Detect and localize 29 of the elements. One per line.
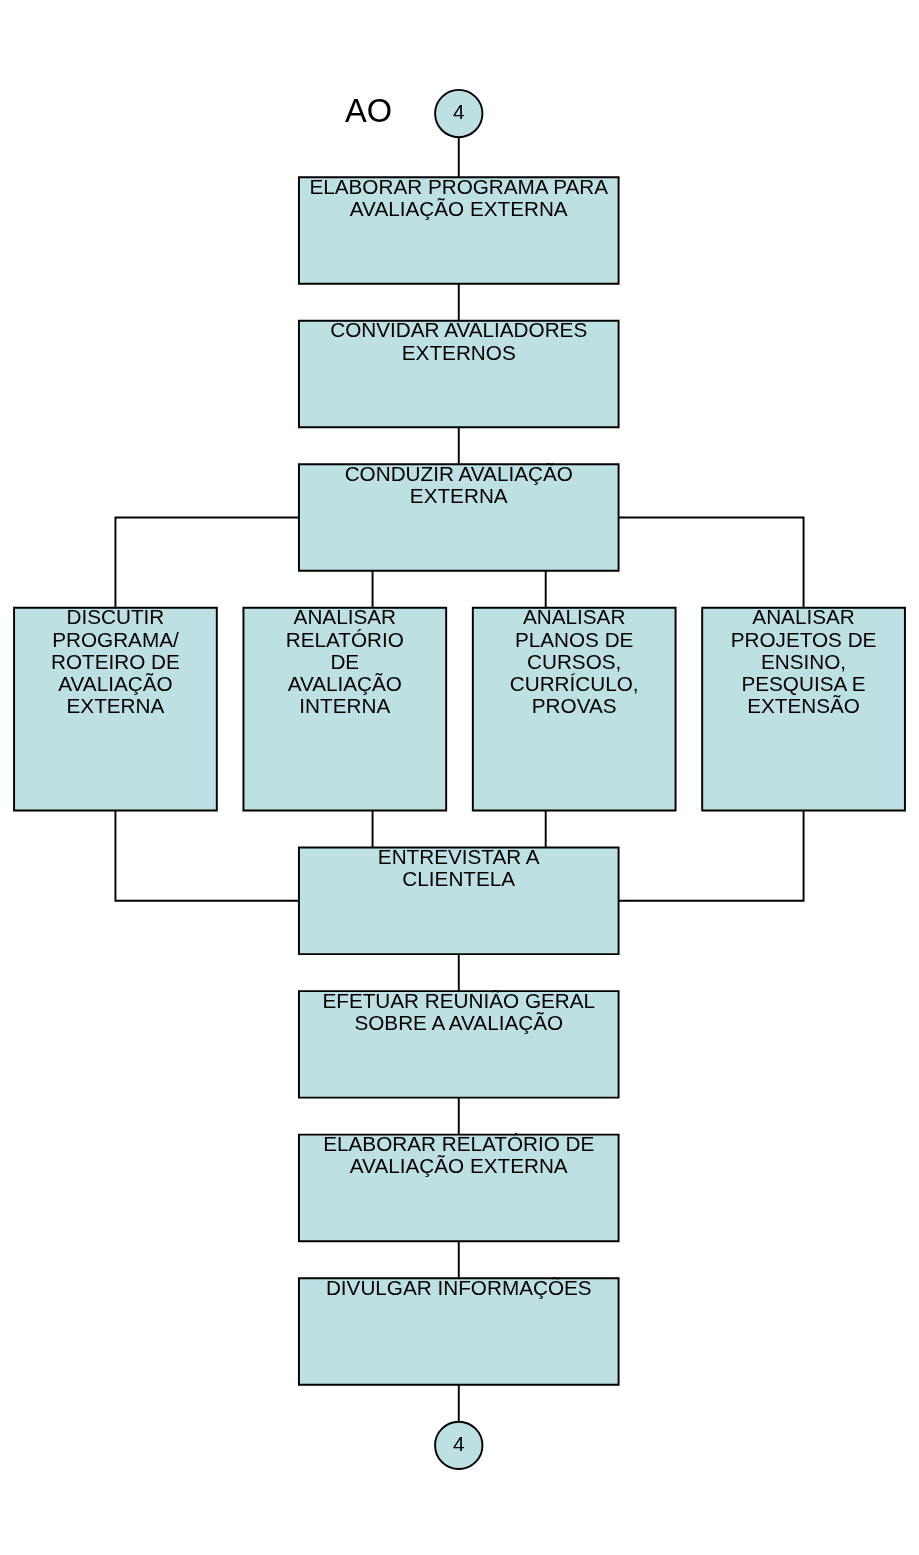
node-box: EFETUAR REUNIÃO GERAL SOBRE A AVALIAÇÃO (298, 989, 620, 1099)
node-box: CONDUZIR AVALIAÇÃO EXTERNA (298, 462, 620, 572)
connector (114, 809, 300, 902)
connector (457, 426, 460, 465)
connector (457, 282, 460, 321)
node-box: ANALISAR PLANOS DE CURSOS, CURRÍCULO, PROVAS (471, 606, 677, 811)
connector (618, 516, 805, 609)
node-box: ELABORAR PROGRAMA PARA AVALIAÇÃO EXTERNA (298, 175, 620, 285)
node-box: DISCUTIR PROGRAMA/ ROTEIRO DE AVALIAÇÃO EXTERNA (13, 606, 218, 811)
connector (457, 136, 460, 178)
connector (457, 1096, 460, 1135)
connector (457, 1383, 460, 1422)
connector (371, 809, 374, 848)
label: AO (344, 92, 393, 129)
connector (457, 952, 460, 992)
node-box: ANALISAR PROJETOS DE ENSINO, PESQUISA E EXTENSÃO (701, 606, 906, 811)
connector (371, 569, 374, 609)
connector (544, 809, 547, 848)
connector (544, 569, 547, 609)
node-circle: 4 (434, 1420, 484, 1470)
node-box: ANALISAR RELATÓRIO DE AVALIAÇÃO INTERNA (242, 606, 448, 811)
node-box: ELABORAR RELATÓRIO DE AVALIAÇÃO EXTERNA (298, 1133, 620, 1242)
node-box: CONVIDAR AVALIADORES EXTERNOS (298, 319, 620, 428)
connector (457, 1239, 460, 1279)
node-box: DIVULGAR INFORMAÇÕES (298, 1276, 620, 1386)
node-box: ENTREVISTAR A CLIENTELA (298, 846, 620, 955)
node-circle: 4 (434, 88, 484, 138)
connector (618, 809, 805, 902)
connector (114, 516, 300, 609)
